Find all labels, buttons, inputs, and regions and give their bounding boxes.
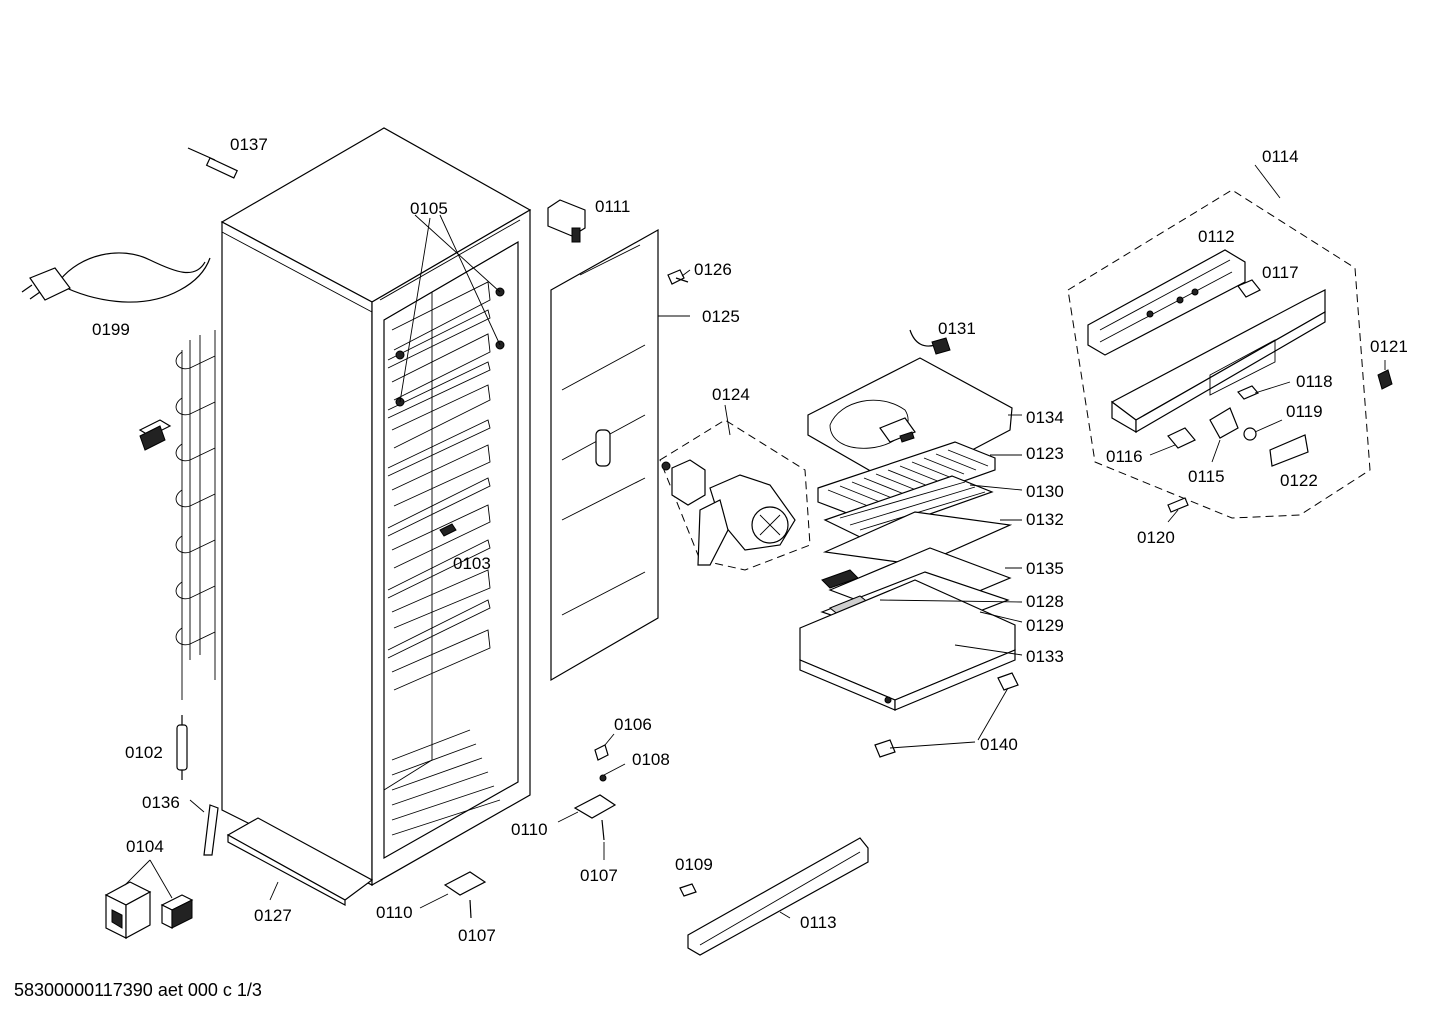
label-0134: 0134 [1026, 408, 1064, 427]
door-handle [687, 837, 869, 956]
evaporator-cable [909, 329, 951, 355]
label-0110-lower: 0110 [376, 903, 413, 922]
label-0131: 0131 [938, 319, 976, 338]
label-0117: 0117 [1262, 263, 1299, 282]
label-0103: 0103 [453, 554, 491, 573]
label-0102: 0102 [125, 743, 163, 762]
control-board [1087, 249, 1246, 356]
label-0127: 0127 [254, 906, 292, 925]
label-0104: 0104 [126, 837, 164, 856]
label-0116: 0116 [1106, 447, 1143, 466]
fan-motor [661, 459, 796, 566]
heater-plate [822, 511, 1013, 566]
label-0105: 0105 [410, 199, 448, 218]
label-0136: 0136 [142, 793, 180, 812]
label-0123: 0123 [1026, 444, 1064, 463]
leader-lines [124, 164, 1386, 919]
label-0118: 0118 [1296, 372, 1333, 391]
drain-tray [799, 579, 1016, 711]
control-panel-housing [1110, 289, 1326, 434]
label-0130: 0130 [1026, 482, 1064, 501]
label-0128: 0128 [1026, 592, 1064, 611]
label-0108: 0108 [632, 750, 670, 769]
small-cap [679, 883, 697, 897]
label-0199: 0199 [92, 320, 130, 339]
label-0115: 0115 [1188, 467, 1225, 486]
label-0107-lower: 0107 [458, 926, 496, 945]
label-0119: 0119 [1286, 402, 1323, 421]
top-hinge [547, 199, 586, 243]
label-0140: 0140 [980, 735, 1018, 754]
label-0121: 0121 [1370, 337, 1408, 356]
label-0125: 0125 [702, 307, 740, 326]
label-0132: 0132 [1026, 510, 1064, 529]
inner-panel [550, 228, 659, 682]
cabinet [220, 127, 532, 907]
label-0124: 0124 [712, 385, 750, 404]
evaporator-coil [817, 441, 996, 519]
label-0120: 0120 [1137, 528, 1175, 547]
foot-screws [874, 672, 1019, 758]
label-0135: 0135 [1026, 559, 1064, 578]
control-parts [1167, 369, 1393, 513]
screw [667, 269, 689, 285]
label-0133: 0133 [1026, 647, 1064, 666]
label-0107-upper: 0107 [580, 866, 618, 885]
label-0110-upper: 0110 [511, 820, 548, 839]
condenser-coil [175, 330, 216, 700]
label-0112: 0112 [1198, 227, 1235, 246]
label-0114: 0114 [1262, 147, 1299, 166]
dryer-filter [176, 715, 188, 780]
small-clip [439, 523, 457, 537]
label-0122: 0122 [1280, 471, 1318, 490]
label-0113: 0113 [800, 913, 837, 932]
power-cord [21, 252, 211, 303]
part-labels: 0137 0105 0111 0114 0112 0117 0126 0199 … [92, 135, 1408, 945]
label-0129: 0129 [1026, 616, 1064, 635]
label-0106: 0106 [614, 715, 652, 734]
label-0109: 0109 [675, 855, 713, 874]
document-id-footer: 58300000117390 aet 000 c 1/3 [14, 980, 262, 1000]
drain-hose [203, 804, 219, 856]
hinge-parts-lower [443, 744, 617, 919]
label-0126: 0126 [694, 260, 732, 279]
label-0111: 0111 [595, 197, 630, 216]
compressor-relay [104, 881, 194, 940]
knob [1237, 279, 1261, 298]
defrost-heater [823, 475, 994, 539]
sensor-probe [187, 147, 238, 179]
coil-bracket [138, 419, 172, 451]
label-0137: 0137 [230, 135, 268, 154]
